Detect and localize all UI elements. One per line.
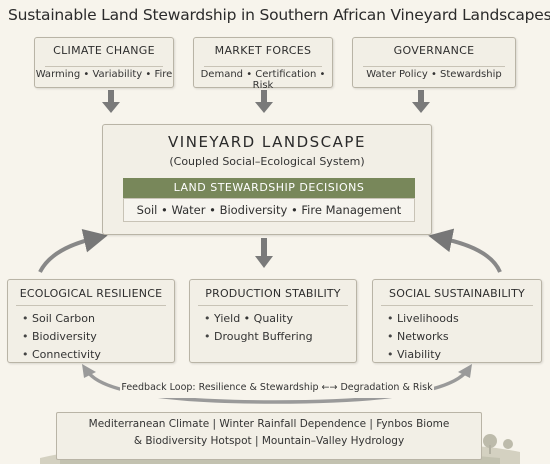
outcome-title: SOCIAL SUSTAINABILITY xyxy=(389,287,525,300)
list-item: Livelihoods xyxy=(387,310,459,328)
driver-box-climate-change: CLIMATE CHANGE Warming • Variability • F… xyxy=(34,37,174,88)
divider xyxy=(198,305,348,306)
feedback-arrowhead-left xyxy=(82,364,96,378)
central-title: VINEYARD LANDSCAPE xyxy=(168,133,366,151)
driver-arrow-climate xyxy=(102,90,120,113)
outcome-list: Yield • Quality Drought Buffering xyxy=(204,310,313,346)
driver-box-market-forces: MARKET FORCES Demand • Certification • R… xyxy=(193,37,333,91)
divider xyxy=(381,305,533,306)
outcome-list: Soil Carbon Biodiversity Connectivity xyxy=(22,310,101,364)
decision-header: LAND STEWARDSHIP DECISIONS xyxy=(123,178,415,198)
decision-items: Soil • Water • Biodiversity • Fire Manag… xyxy=(123,198,415,222)
divider xyxy=(16,305,166,306)
driver-title: GOVERNANCE xyxy=(393,44,475,57)
outcome-box-social-sustainability: SOCIAL SUSTAINABILITY Livelihoods Networ… xyxy=(372,279,542,363)
list-item: Yield • Quality xyxy=(204,310,313,328)
driver-title: CLIMATE CHANGE xyxy=(53,44,155,57)
list-item: Biodiversity xyxy=(22,328,101,346)
central-to-production-arrow xyxy=(255,238,273,268)
list-item: Viability xyxy=(387,346,459,364)
feedback-arrowhead-right xyxy=(458,364,472,378)
diagram-title: Sustainable Land Stewardship in Southern… xyxy=(8,6,550,24)
driver-title: MARKET FORCES xyxy=(214,44,312,57)
central-subtitle: (Coupled Social–Ecological System) xyxy=(169,155,365,168)
driver-items: Water Policy • Stewardship xyxy=(366,69,502,80)
list-item: Drought Buffering xyxy=(204,328,313,346)
outcome-title: ECOLOGICAL RESILIENCE xyxy=(19,287,163,300)
context-line-2: & Biodiversity Hotspot | Mountain–Valley… xyxy=(133,435,405,447)
divider xyxy=(204,66,322,67)
left-curved-arrow xyxy=(38,228,108,273)
divider xyxy=(363,66,505,67)
driver-arrow-market xyxy=(255,90,273,113)
driver-items: Warming • Variability • Fire xyxy=(35,69,173,80)
outcome-list: Livelihoods Networks Viability xyxy=(387,310,459,364)
context-line-1: Mediterranean Climate | Winter Rainfall … xyxy=(88,418,450,430)
outcome-box-ecological-resilience: ECOLOGICAL RESILIENCE Soil Carbon Biodiv… xyxy=(7,279,175,363)
list-item: Connectivity xyxy=(22,346,101,364)
outcome-box-production-stability: PRODUCTION STABILITY Yield • Quality Dro… xyxy=(189,279,357,363)
driver-items: Demand • Certification • Risk xyxy=(200,69,326,91)
feedback-loop-label: Feedback Loop: Resilience & Stewardship … xyxy=(120,378,434,398)
feedback-loop-curve xyxy=(86,370,468,404)
right-curved-arrow xyxy=(428,228,502,273)
list-item: Networks xyxy=(387,328,459,346)
context-box: Mediterranean Climate | Winter Rainfall … xyxy=(56,412,482,460)
list-item: Soil Carbon xyxy=(22,310,101,328)
outcome-title: PRODUCTION STABILITY xyxy=(205,287,341,300)
divider xyxy=(45,66,163,67)
driver-box-governance: GOVERNANCE Water Policy • Stewardship xyxy=(352,37,516,88)
central-vineyard-landscape-box: VINEYARD LANDSCAPE (Coupled Social–Ecolo… xyxy=(102,124,432,235)
driver-arrow-governance xyxy=(412,90,430,113)
